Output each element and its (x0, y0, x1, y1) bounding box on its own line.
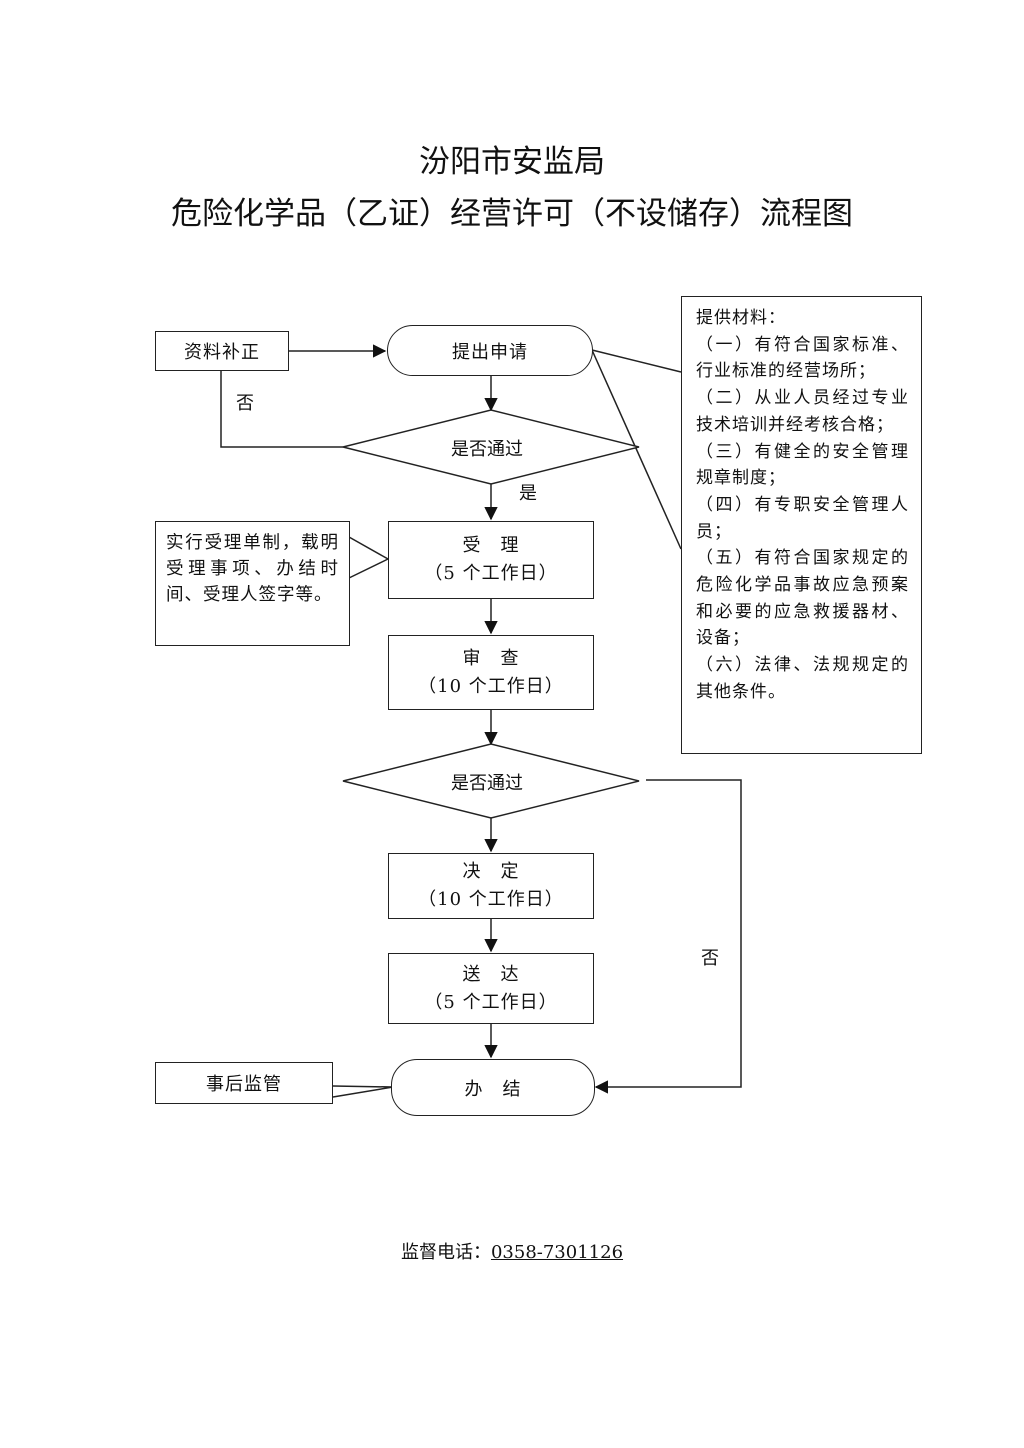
review-label: 审 查 (462, 647, 520, 669)
materials-item-3: （三）有健全的安全管理规章制度； (696, 441, 909, 489)
decision-diamond-1 (342, 409, 640, 485)
callout-apply-materials-2 (591, 349, 682, 550)
materials-box: 提供材料： （一）有符合国家标准、行业标准的经营场所； （二）从业人员经过专业技… (681, 296, 922, 754)
decision-diamond-2 (342, 743, 640, 819)
finish-terminal: 办 结 (391, 1059, 595, 1116)
accept-label: 受 理 (462, 535, 520, 556)
deliver-days: （5 个工作日） (424, 991, 558, 1013)
materials-item-5: （五）有符合国家规定的危险化学品事故应急预案和必要的应急救援器材、设备； (696, 548, 909, 649)
edge-label-yes-1: 是 (519, 483, 537, 504)
page-title: 危险化学品（乙证）经营许可（不设储存）流程图 (171, 196, 853, 232)
deliver-label: 送 达 (462, 963, 520, 985)
edge-check2-no (594, 779, 742, 1094)
accept-box: 受 理 （5 个工作日） (388, 521, 594, 599)
review-days: （10 个工作日） (418, 675, 564, 697)
edge-label-no-1: 否 (236, 393, 254, 414)
accept-days: （5 个工作日） (424, 563, 558, 584)
decide-days: （10 个工作日） (418, 889, 564, 910)
accept-note: 实行受理单制，载明受理事项、办结时间、受理人签字等。 (155, 521, 350, 646)
post-supervision-box: 事后监管 (155, 1062, 333, 1104)
materials-title: 提供材料： (696, 308, 786, 328)
check2-label: 是否通过 (451, 773, 523, 794)
review-box: 审 查 （10 个工作日） (388, 635, 594, 710)
materials-item-2: （二）从业人员经过专业技术培训并经考核合格； (696, 388, 909, 435)
hotline-number: 0358-7301126 (490, 1242, 624, 1263)
apply-terminal: 提出申请 (387, 325, 593, 376)
materials-item-6: （六）法律、法规规定的其他条件。 (696, 655, 909, 702)
callout-accept-note (348, 536, 390, 579)
decide-label: 决 定 (462, 861, 520, 882)
callout-finish-post (332, 1085, 394, 1098)
org-title: 汾阳市安监局 (419, 144, 605, 180)
supervision-hotline: 监督电话：0358-7301126 (0, 1238, 1024, 1264)
supplement-box: 资料补正 (155, 331, 289, 371)
materials-item-4: （四）有专职安全管理人员； (696, 494, 909, 542)
edge-check1-no (220, 371, 343, 448)
decide-box: 决 定 （10 个工作日） (388, 853, 594, 919)
callout-apply-materials-1 (591, 349, 682, 373)
check1-label: 是否通过 (451, 439, 523, 460)
edge-label-no-2: 否 (701, 948, 719, 969)
materials-item-1: （一）有符合国家标准、行业标准的经营场所； (696, 334, 909, 382)
hotline-label: 监督电话： (400, 1242, 491, 1263)
deliver-box: 送 达 （5 个工作日） (388, 953, 594, 1024)
